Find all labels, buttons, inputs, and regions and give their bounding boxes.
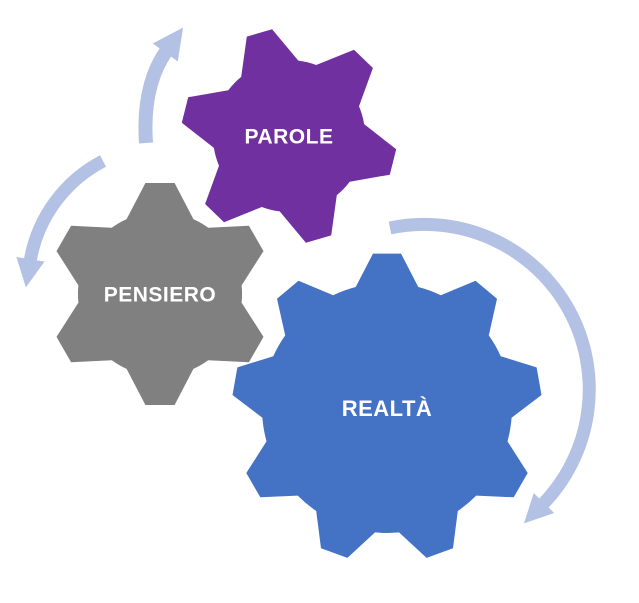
gear-parole bbox=[181, 29, 397, 243]
gears-layer: PAROLE PENSIERO REALTÀ bbox=[56, 29, 542, 558]
curved-arrow-down-left-icon bbox=[16, 155, 107, 288]
gear-pensiero bbox=[56, 183, 264, 405]
gear-pensiero-label: PENSIERO bbox=[104, 284, 217, 307]
gear-realta bbox=[232, 253, 542, 558]
gear-parole-label: PAROLE bbox=[245, 126, 334, 149]
gear-realta-label: REALTÀ bbox=[342, 396, 433, 421]
curved-arrow-up-right-icon bbox=[138, 27, 184, 144]
arrows-layer bbox=[16, 27, 596, 524]
curved-arrow-around-realta-icon bbox=[388, 217, 596, 524]
